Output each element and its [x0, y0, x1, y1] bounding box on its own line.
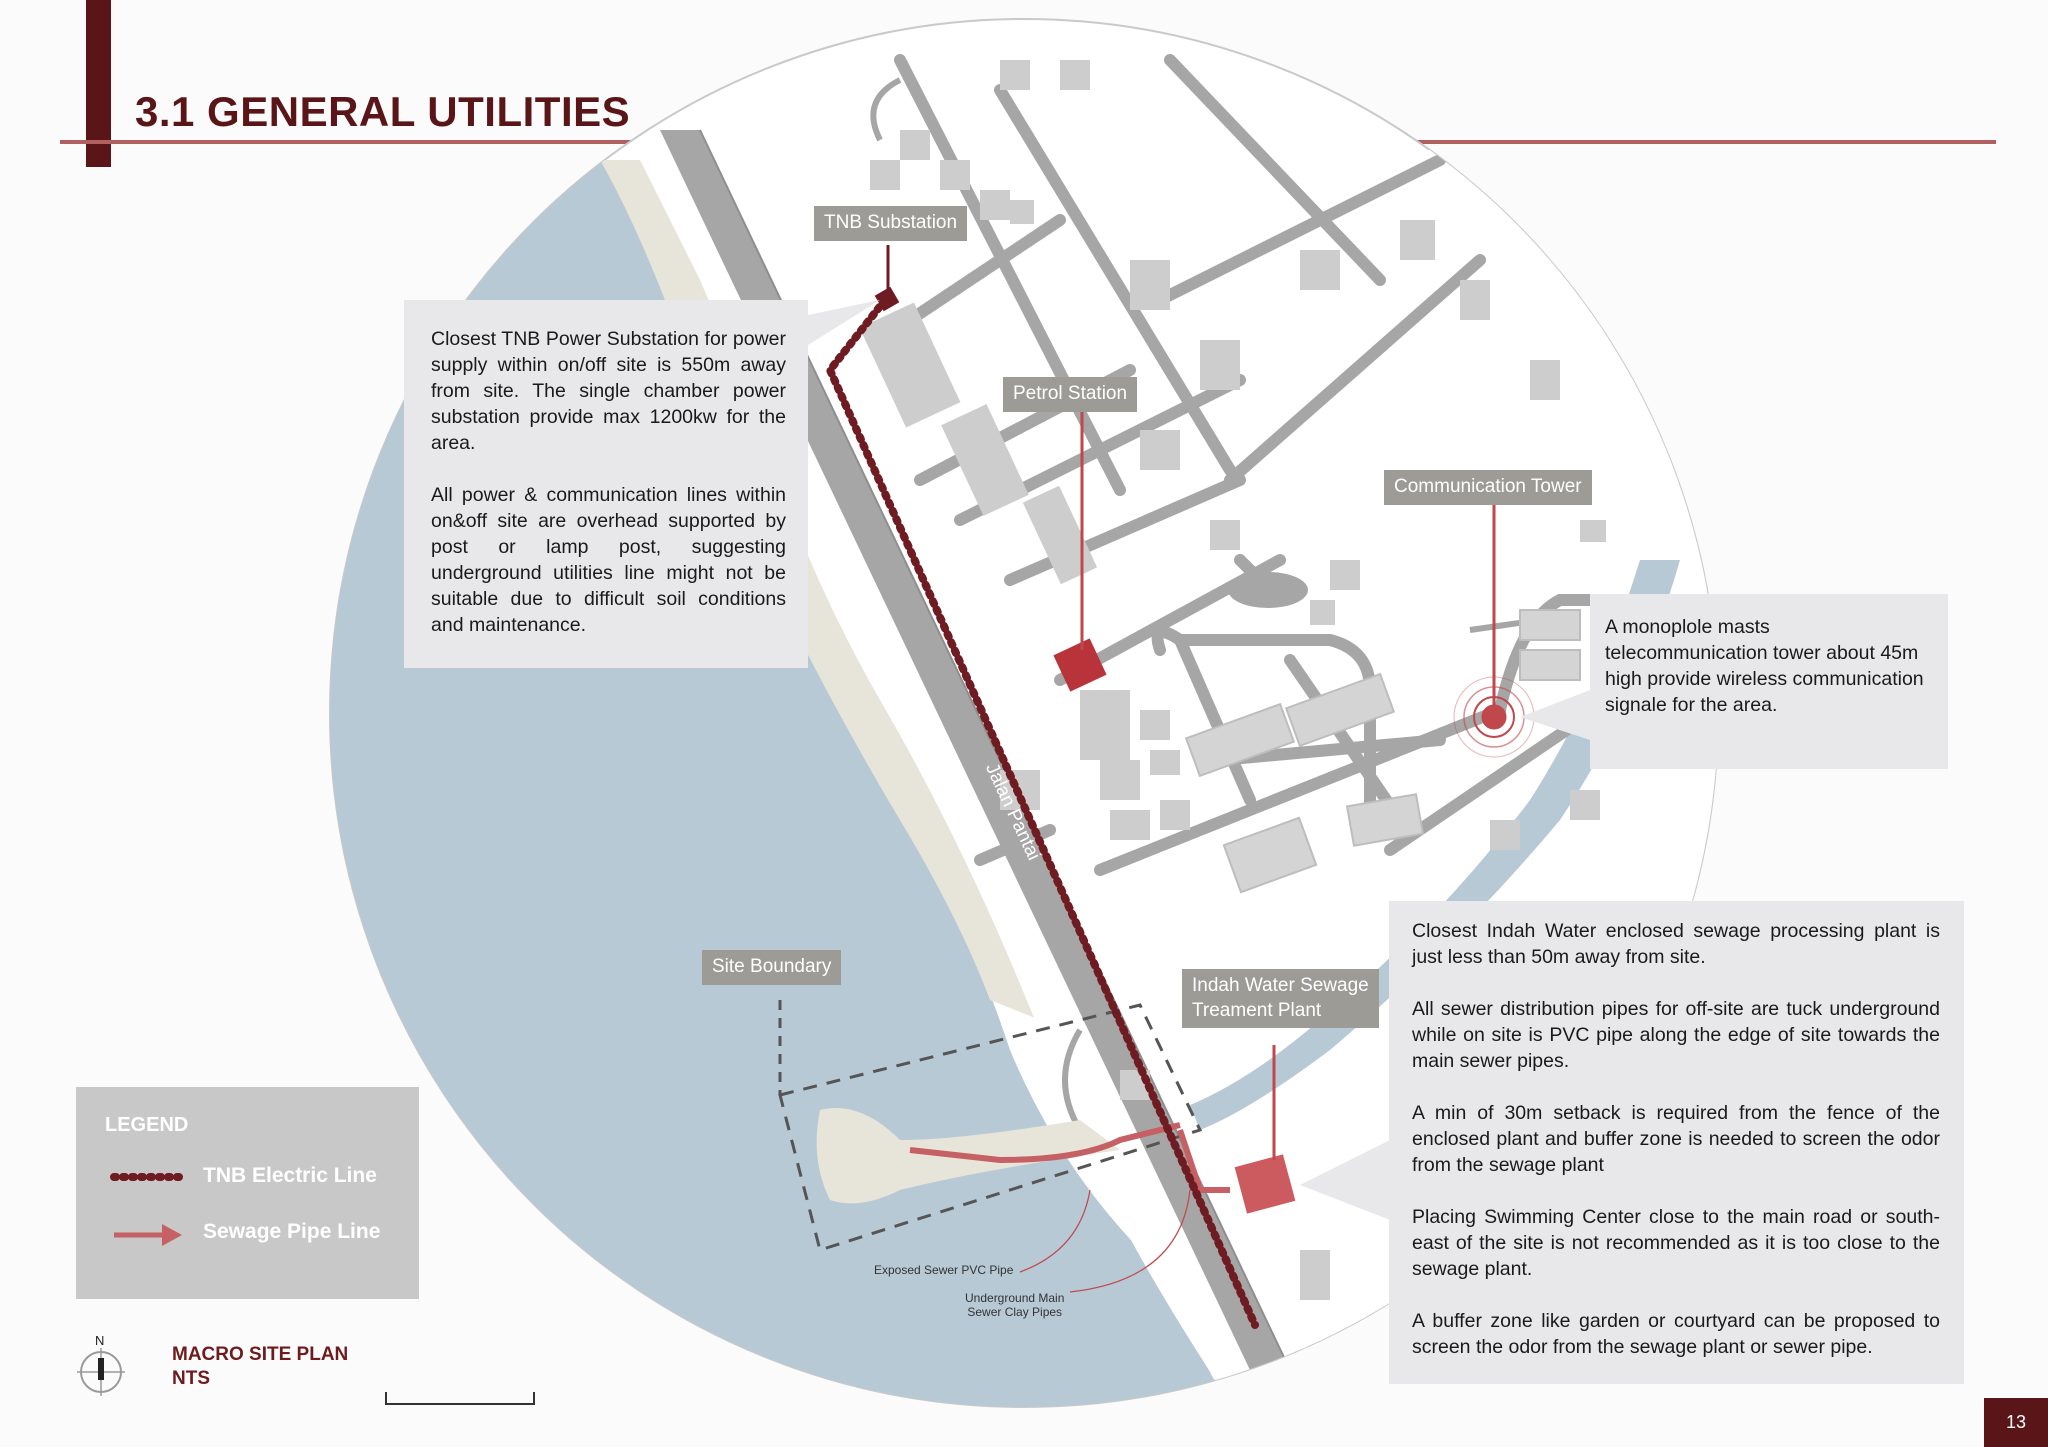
parking-lots: [1184, 609, 1581, 894]
tag-indah-water-line1: Indah Water Sewage: [1192, 975, 1369, 996]
annotation-underground-line1: Underground Main: [965, 1291, 1065, 1305]
tag-petrol-station: Petrol Station: [1003, 377, 1138, 412]
annotation-exposed-pipe: Exposed Sewer PVC Pipe: [874, 1263, 1014, 1277]
page-title: 3.1 GENERAL UTILITIES: [135, 88, 631, 135]
legend-label-tnb: TNB Electric Line: [203, 1164, 377, 1187]
jalan-pantai-road: [660, 130, 1290, 1370]
header-rule-left: [60, 140, 652, 144]
roundabout: [1228, 572, 1308, 608]
sewage-plant-marker: [1234, 1154, 1296, 1214]
annotation-underground-line2: Sewer Clay Pipes: [967, 1305, 1063, 1319]
plan-title-line2: NTS: [172, 1368, 210, 1389]
title-accent-bar: [86, 0, 111, 167]
tag-communication-tower: Communication Tower: [1384, 470, 1592, 505]
plan-title: MACRO SITE PLAN NTS: [172, 1343, 348, 1391]
info-tnb-p1: Closest TNB Power Substation for power s…: [431, 328, 786, 454]
legend-title: LEGEND: [105, 1114, 189, 1136]
scale-bar: [385, 1392, 535, 1405]
legend-dotted-line-icon: [110, 1173, 186, 1181]
info-box-sewage: Closest Indah Water enclosed sewage proc…: [1389, 901, 1964, 1384]
tnb-electric-line: [825, 296, 1259, 1329]
site-boundary-outline: [778, 1003, 1203, 1252]
page-number: 13: [1984, 1398, 2048, 1447]
legend-panel: [76, 1087, 419, 1299]
sewer-pvc-pipe: [909, 1122, 1181, 1164]
info-tower-p1: A monoplole masts telecommunication towe…: [1605, 616, 1924, 716]
legend-arrow-icon: [114, 1224, 182, 1246]
info-box-tower: A monoplole masts telecommunication towe…: [1590, 594, 1948, 769]
sewer-pipe-arrow: [1177, 1129, 1230, 1193]
tag-indah-water-line2: Treament Plant: [1192, 999, 1322, 1021]
tag-indah-water: Indah Water Sewage Treament Plant: [1182, 969, 1379, 1029]
north-label: N: [95, 1333, 105, 1348]
info-sewage-p2: All sewer distribution pipes for off-sit…: [1412, 998, 1940, 1072]
plan-title-line1: MACRO SITE PLAN: [172, 1344, 349, 1365]
info-sewage-p3: A min of 30m setback is required from th…: [1412, 1102, 1940, 1176]
legend-label-sewage: Sewage Pipe Line: [203, 1220, 381, 1243]
tag-tnb-substation: TNB Substation: [814, 206, 968, 241]
info-box-tnb: Closest TNB Power Substation for power s…: [404, 300, 808, 668]
info-sewage-p5: A buffer zone like garden or courtyard c…: [1412, 1310, 1940, 1358]
info-sewage-p4: Placing Swimming Center close to the mai…: [1412, 1206, 1940, 1280]
annotation-underground-pipe: Underground Main Sewer Clay Pipes: [965, 1291, 1064, 1319]
header-rule-right: [1342, 140, 1996, 144]
info-tnb-p2: All power & communication lines within o…: [431, 484, 786, 636]
north-arrow-icon: [77, 1348, 125, 1396]
tnb-substation-marker: [874, 286, 900, 312]
info-sewage-p1: Closest Indah Water enclosed sewage proc…: [1412, 920, 1940, 968]
petrol-station-marker: [1053, 638, 1107, 692]
tag-site-boundary: Site Boundary: [702, 950, 842, 985]
